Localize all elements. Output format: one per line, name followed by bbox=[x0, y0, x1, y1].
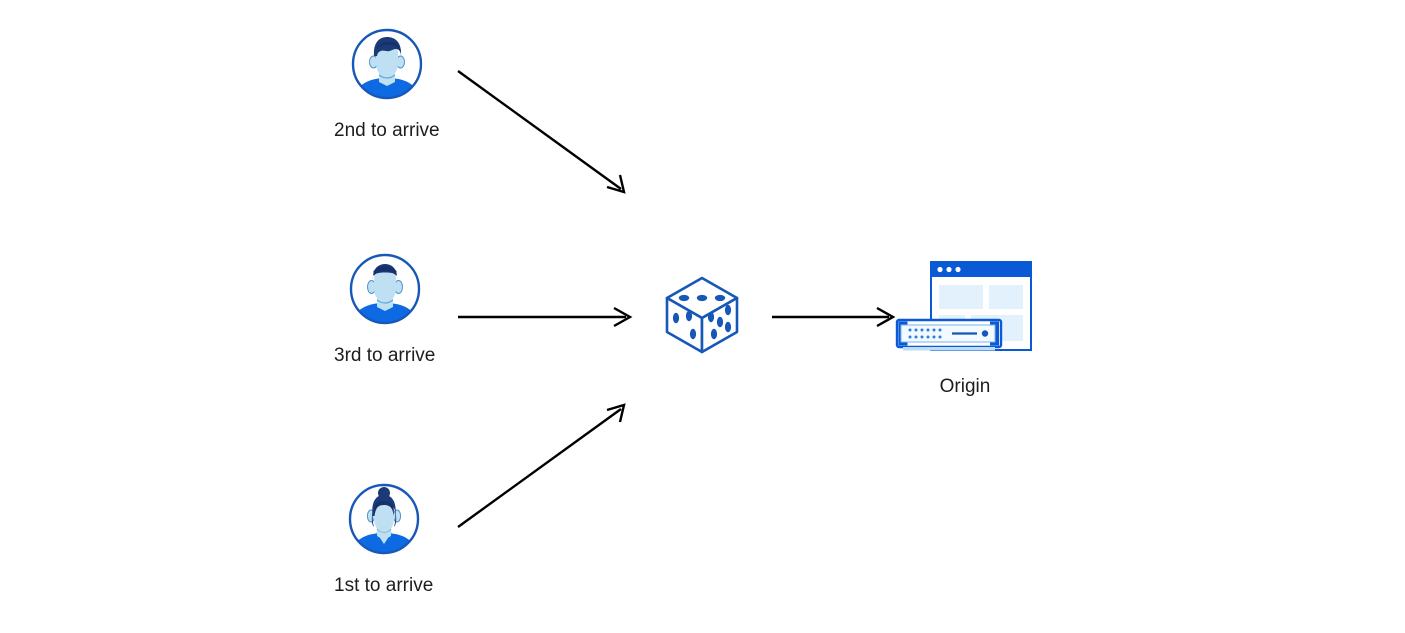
origin-node[interactable]: Origin bbox=[895, 258, 1035, 396]
client-label-3rd: 3rd to arrive bbox=[334, 345, 436, 366]
user-avatar-icon bbox=[350, 27, 424, 101]
user-avatar-icon bbox=[348, 252, 422, 326]
dice-right-pips bbox=[707, 304, 732, 340]
dice-icon bbox=[659, 272, 745, 358]
origin-server-icon bbox=[895, 258, 1035, 363]
arrow-dice-to-origin bbox=[772, 306, 896, 328]
client-label-1st: 1st to arrive bbox=[334, 575, 434, 596]
router-device-icon bbox=[895, 318, 1003, 351]
client-node-1st[interactable]: 1st to arrive bbox=[334, 482, 433, 595]
origin-label: Origin bbox=[939, 376, 991, 397]
dice-top-pips bbox=[678, 294, 726, 302]
arrow-2nd-to-dice bbox=[457, 70, 626, 194]
arrow-3rd-to-dice bbox=[458, 306, 633, 328]
client-label-2nd: 2nd to arrive bbox=[334, 120, 440, 141]
randomizer-node[interactable] bbox=[659, 272, 745, 358]
user-avatar-icon bbox=[347, 482, 421, 556]
dice-left-pips bbox=[672, 310, 697, 340]
client-node-2nd[interactable]: 2nd to arrive bbox=[334, 27, 440, 140]
arrow-1st-to-dice bbox=[457, 403, 626, 528]
client-node-3rd[interactable]: 3rd to arrive bbox=[334, 252, 435, 365]
